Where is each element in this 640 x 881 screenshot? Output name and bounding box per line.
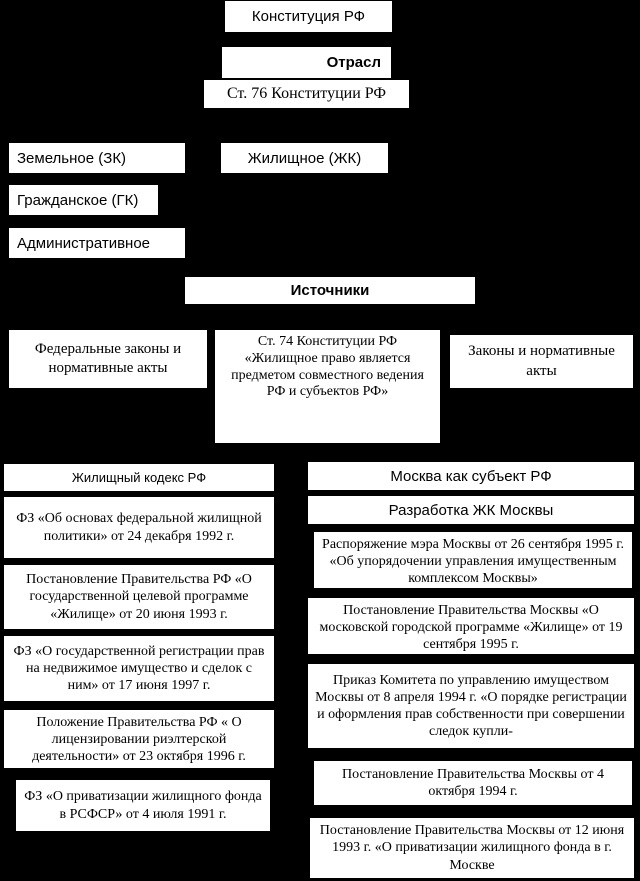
regional-laws-box: Законы и нормативные акты [450, 335, 633, 388]
moscow-item: Распоряжение мэра Москвы от 26 сентября … [314, 532, 632, 588]
housing-law-box: Жилищное (ЖК) [221, 143, 388, 173]
federal-item: Жилищный кодекс РФ [4, 464, 274, 491]
constitution-box: Конституция РФ [225, 1, 392, 32]
federal-item: Постановление Правительства РФ «О госуда… [4, 565, 274, 629]
moscow-item: Постановление Правительства Москвы «О мо… [308, 598, 634, 654]
admin-law-box: Административное [9, 228, 185, 258]
art74-box: Ст. 74 Конституции РФ «Жилищное право яв… [215, 330, 440, 443]
branch-title-box: Отрасл [222, 47, 391, 78]
land-law-box: Земельное (ЗК) [9, 143, 185, 173]
sources-title-box: Источники [185, 277, 475, 304]
federal-item: ФЗ «Об основах федеральной жилищной поли… [4, 497, 274, 558]
moscow-item: Разработка ЖК Москвы [308, 496, 634, 524]
federal-item: ФЗ «О государственной регистрации прав н… [4, 636, 274, 701]
moscow-item: Москва как субъект РФ [308, 462, 634, 490]
art76-box: Ст. 76 Конституции РФ [204, 80, 409, 108]
civil-law-box: Гражданское (ГК) [9, 185, 158, 215]
moscow-item: Постановление Правительства Москвы от 4 … [314, 761, 632, 805]
federal-laws-box: Федеральные законы и нормативные акты [9, 330, 207, 388]
moscow-item: Приказ Комитета по управлению имуществом… [308, 664, 634, 748]
federal-item: ФЗ «О приватизации жилищного фонда в РСФ… [16, 780, 270, 831]
moscow-item: Постановление Правительства Москвы от 12… [310, 818, 634, 878]
federal-item: Положение Правительства РФ « О лицензиро… [4, 710, 274, 768]
